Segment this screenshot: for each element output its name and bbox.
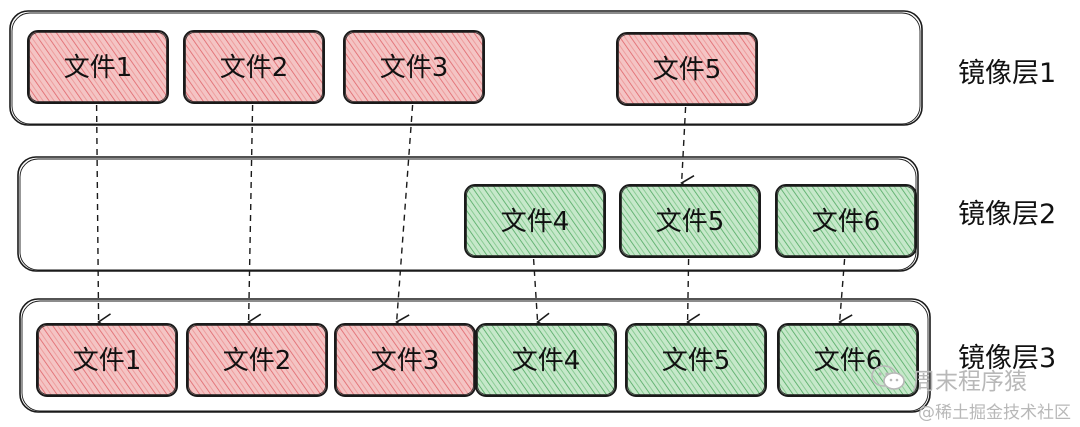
wechat-icon (871, 365, 905, 390)
file-box-l1f1: 文件1 (27, 30, 169, 104)
file-box-bg (777, 323, 919, 397)
file-box-bg (343, 30, 485, 104)
arrow-l1f2-to-l3f2 (247, 104, 262, 331)
file-label: 文件5 (656, 207, 725, 237)
file-box-l3f5: 文件5 (625, 323, 767, 397)
file-box-bg (775, 184, 917, 258)
file-box-l3f6: 文件6 (777, 323, 919, 397)
file-box-outline (336, 325, 474, 395)
file-box-outline (621, 186, 759, 256)
arrow-l1f3-to-l3f3 (395, 104, 414, 332)
file-box-outline (185, 32, 323, 102)
file-box-outline (188, 325, 326, 395)
arrow-l2f5-to-l3f5 (686, 258, 701, 331)
file-box-bg (186, 323, 328, 397)
file-box-outline (777, 186, 915, 256)
file-box-bg (36, 323, 178, 397)
file-box-bg (27, 30, 169, 104)
file-box-outline (618, 34, 756, 104)
layer-2-label: 镜像层2 (958, 199, 1056, 230)
file-box-outline (29, 32, 167, 102)
file-box-outline (627, 325, 765, 395)
file-box-bg (475, 323, 617, 397)
file-label: 文件3 (371, 346, 440, 376)
file-box-bg (619, 184, 761, 258)
file-box-bg (464, 184, 606, 258)
file-label: 文件1 (73, 346, 142, 376)
file-label: 文件6 (812, 207, 881, 237)
files-group: 文件1 文件2 文件3 文件5 文件4 文件5 文件6 文件1 文件2 文件3 文件4 文件5 文件6 (27, 30, 919, 397)
layer-3-label: 镜像层3 (958, 343, 1056, 374)
file-box-l1f2: 文件2 (183, 30, 325, 104)
watermark-account-name: 周末程序猿 (912, 369, 1027, 395)
arrow-l1f1-to-l3f1 (95, 104, 112, 331)
arrow-l2f6-to-l3f6 (838, 258, 853, 332)
file-box-l3f3: 文件3 (334, 323, 476, 397)
file-box-l2f5: 文件5 (619, 184, 761, 258)
file-label: 文件6 (814, 346, 883, 376)
watermark-community: @稀土掘金技术社区 (918, 403, 1071, 423)
file-label: 文件5 (653, 55, 722, 85)
file-box-l2f6: 文件6 (775, 184, 917, 258)
file-box-l1f5: 文件5 (616, 32, 758, 106)
file-label: 文件2 (223, 346, 292, 376)
arrow-l1f5-to-l2f5 (680, 106, 695, 193)
file-box-outline (38, 325, 176, 395)
file-box-bg (183, 30, 325, 104)
file-label: 文件3 (380, 53, 449, 83)
layer-3-container (19, 298, 931, 413)
file-label: 文件5 (662, 346, 731, 376)
file-label: 文件4 (512, 346, 581, 376)
file-box-l3f1: 文件1 (36, 323, 178, 397)
arrow-l2f4-to-l3f4 (532, 258, 551, 330)
file-box-outline (779, 325, 917, 395)
file-box-l3f4: 文件4 (475, 323, 617, 397)
file-box-l3f2: 文件2 (186, 323, 328, 397)
file-box-outline (345, 32, 483, 102)
arrows-group (95, 104, 853, 332)
file-box-l1f3: 文件3 (343, 30, 485, 104)
file-label: 文件1 (64, 53, 133, 83)
file-box-outline (466, 186, 604, 256)
layer-1-label: 镜像层1 (958, 58, 1056, 89)
file-box-outline (477, 325, 615, 395)
file-label: 文件4 (501, 207, 570, 237)
file-box-l2f4: 文件4 (464, 184, 606, 258)
file-box-bg (616, 32, 758, 106)
file-label: 文件2 (220, 53, 289, 83)
layer-1-container (9, 10, 923, 126)
file-box-bg (625, 323, 767, 397)
